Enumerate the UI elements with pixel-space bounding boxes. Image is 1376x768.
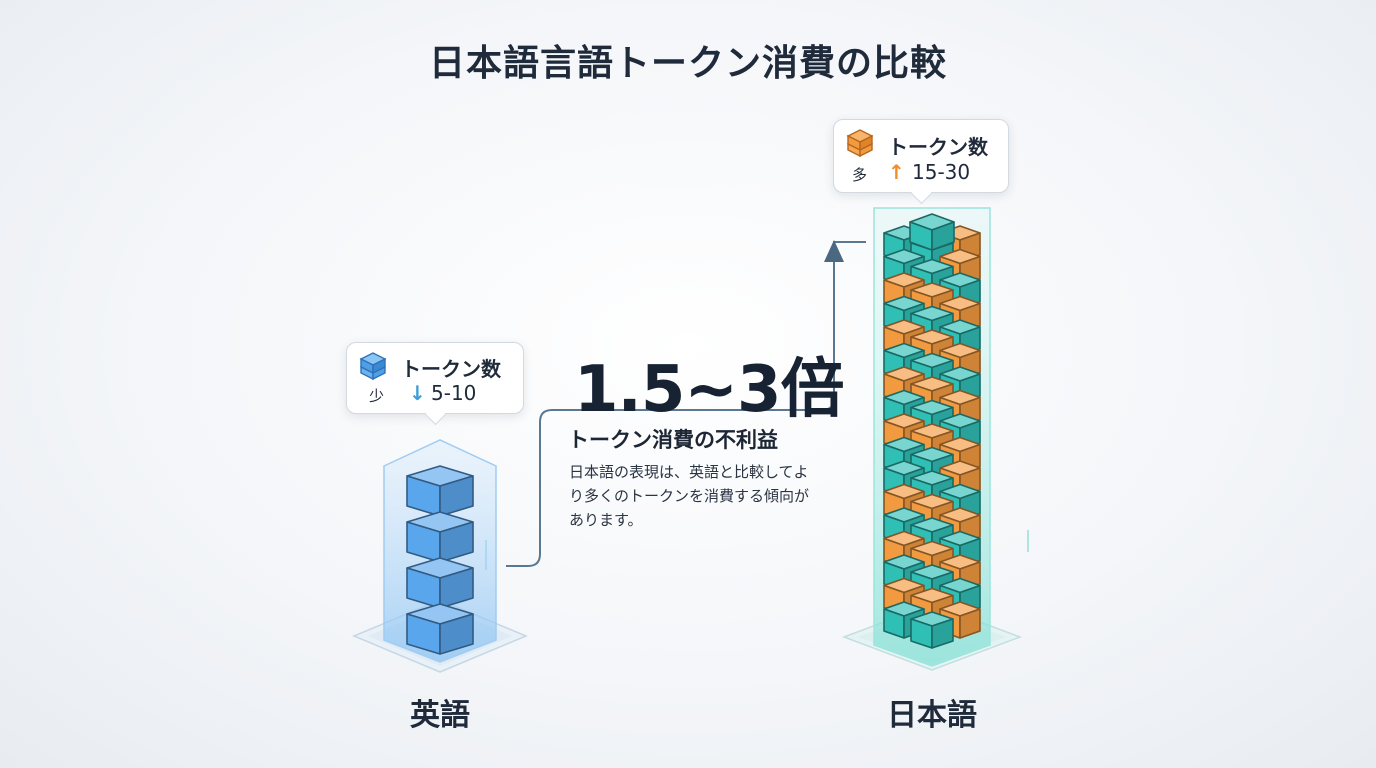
japanese-token-stack	[883, 213, 981, 649]
japanese-token-callout: トークン数 多 ↑ 15-30	[833, 119, 1009, 193]
english-token-stack	[406, 465, 474, 655]
english-callout-title: トークン数	[401, 357, 501, 381]
japanese-token-block	[910, 611, 954, 649]
growth-connector	[506, 241, 866, 567]
orange-stack-icon	[846, 129, 874, 158]
english-down-arrow-icon: ↓	[409, 381, 426, 405]
english-token-callout: トークン数 少 ↓ 5-10	[346, 342, 524, 414]
japanese-label: 日本語	[887, 698, 977, 733]
growth-arrowhead-icon	[824, 240, 844, 262]
disadvantage-description: 日本語の表現は、英語と比較してより多くのトークンを消費する傾向があります。	[569, 463, 810, 529]
japanese-callout-level: 多	[852, 166, 868, 184]
japanese-up-arrow-icon: ↑	[888, 160, 905, 184]
page-title: 日本語言語トークン消費の比較	[428, 43, 947, 84]
japanese-callout-title: トークン数	[888, 135, 988, 159]
english-label: 英語	[410, 698, 470, 733]
english-token-block	[406, 511, 474, 563]
english-callout-level: 少	[369, 387, 385, 405]
english-callout-range: 5-10	[431, 381, 477, 405]
japanese-callout-range: 15-30	[912, 160, 971, 184]
blue-stack-icon	[359, 352, 387, 381]
english-token-block	[406, 557, 474, 609]
ratio-label: 1.5~3倍	[574, 353, 845, 427]
japanese-token-block	[909, 213, 955, 251]
disadvantage-title: トークン消費の不利益	[568, 428, 778, 452]
english-token-block	[406, 465, 474, 517]
english-token-block	[406, 603, 474, 655]
